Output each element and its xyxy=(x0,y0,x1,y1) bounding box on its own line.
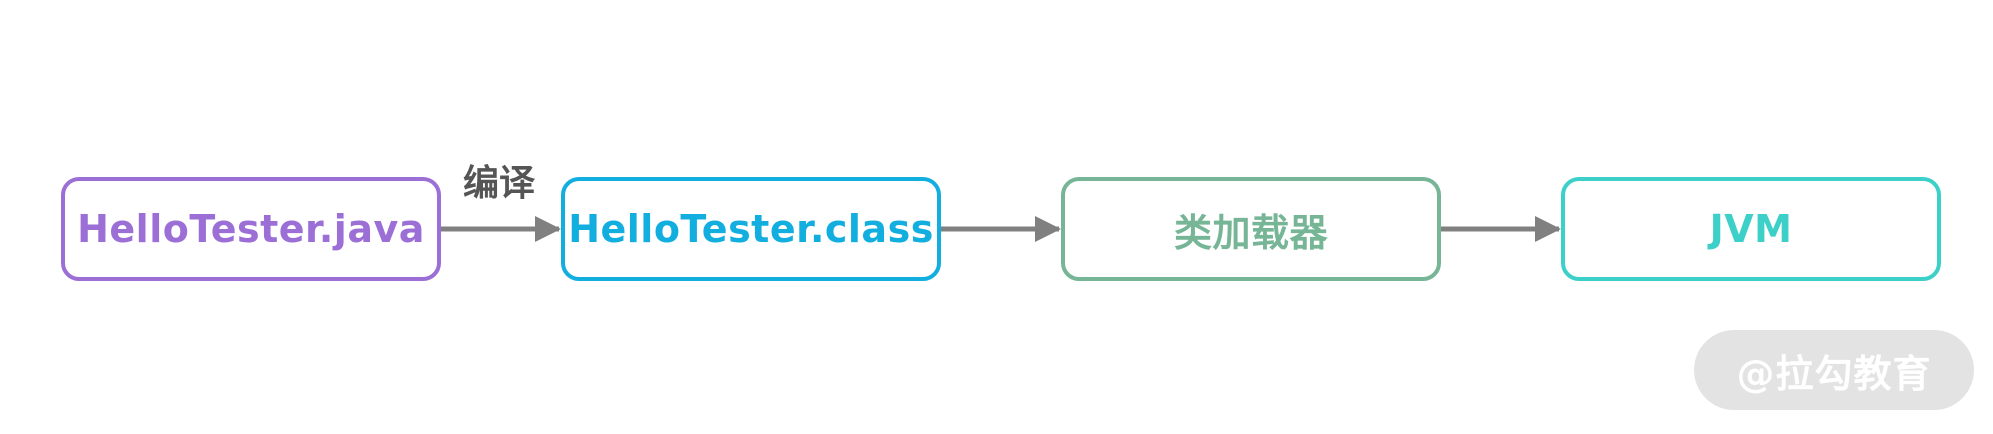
node-hellotester-class: HelloTester.class xyxy=(561,177,941,281)
watermark-badge: @拉勾教育 xyxy=(1694,330,1974,410)
watermark-text: @拉勾教育 xyxy=(1736,351,1932,396)
node-jvm: JVM xyxy=(1561,177,1941,281)
node-label: HelloTester.class xyxy=(568,207,934,251)
node-label: 类加载器 xyxy=(1173,210,1328,255)
node-class-loader: 类加载器 xyxy=(1061,177,1441,281)
node-label: JVM xyxy=(1709,207,1793,251)
compile-label: 编译 xyxy=(463,163,536,204)
node-hellotester-java: HelloTester.java xyxy=(61,177,441,281)
node-label: HelloTester.java xyxy=(77,207,425,251)
